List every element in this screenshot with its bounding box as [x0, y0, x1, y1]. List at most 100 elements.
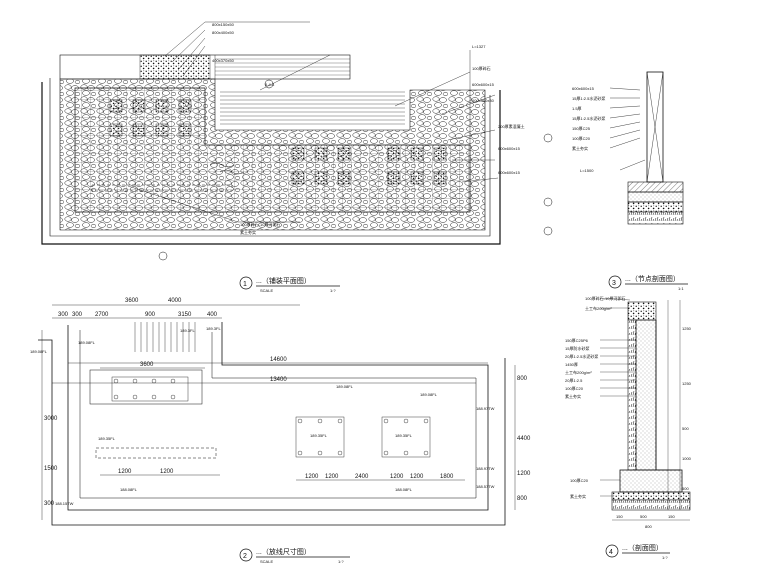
view3-number: 3: [612, 280, 616, 287]
view1-scale: 1:?: [330, 288, 336, 293]
view4-dim-b1: 150: [616, 514, 623, 519]
dim-top-7: 300: [58, 312, 69, 318]
dark-tiles-left: [109, 99, 192, 137]
level-14: 188.08FL: [395, 487, 413, 492]
section-marks: [158, 79, 553, 261]
dim-bottom-right-2: 1200: [325, 474, 339, 480]
dim-top-5: 3150: [178, 312, 192, 318]
deck-stripes: [220, 91, 405, 125]
view4-scale: 1:?: [662, 555, 668, 560]
view3-label-7: 素土夯实: [572, 145, 588, 151]
view4-number: 4: [609, 549, 613, 556]
view2-scale-label: SCALE: [260, 559, 273, 564]
annotation-bottom-2: 素土夯实: [240, 229, 256, 235]
view4-label-7: 土工布200g/m²: [565, 369, 592, 375]
view4-dim-b3: 150: [668, 514, 675, 519]
view4-label-4: 15厚防水砂浆: [565, 345, 589, 351]
view3-note: L=1500: [580, 168, 594, 173]
view4-label-2: 土工布200g/m²: [585, 305, 612, 311]
view1-title: ...（铺装平面图）: [256, 276, 311, 285]
dim-bottom-left-1: 1200: [118, 469, 132, 475]
view3-label-3: 1.5厚: [572, 106, 582, 111]
dim-v-right-3: 1200: [517, 471, 531, 477]
dim-bottom-right-5: 1200: [410, 474, 424, 480]
annotation-right-6: 600x600x15: [498, 146, 521, 151]
view3-scale: 1:1: [678, 286, 684, 291]
dim-inner2: 3600: [140, 362, 154, 368]
dim-top-1: 3600: [125, 298, 139, 304]
level-7: 189.08FL: [336, 384, 354, 389]
level-9: 188.97TW: [476, 406, 495, 411]
annotation-right-1: L=1327: [472, 44, 486, 49]
dim-top-4: 900: [145, 312, 156, 318]
view1-number: 1: [243, 281, 247, 288]
view3-title: ...（节点剖面图）: [625, 274, 680, 283]
dim-bottom-right-3: 2400: [355, 474, 369, 480]
view4-label-1: 100厚碎石-10厚河卵石: [585, 295, 625, 301]
view4-dim-r5: 500: [682, 486, 689, 491]
dim-v-right-1: 800: [517, 376, 528, 382]
view4-label-9: 100厚C20: [565, 386, 584, 391]
top-stripes: [215, 58, 350, 76]
view1-plan: 6-4-4 800x150x50 800x400x50 400x370x50 L…: [41, 21, 553, 293]
dim-total: 14600: [270, 357, 287, 363]
view4-label-5: 20厚1:2.5水泥砂浆: [565, 353, 598, 359]
leaders-view1: [127, 21, 499, 223]
view4-title: ...（剖面图）: [622, 543, 663, 552]
dim-bottom-left-2: 1200: [160, 469, 174, 475]
view1-number-circle: [239, 276, 253, 290]
dark-tiles-right: [291, 147, 447, 185]
level-2: 189.3FL: [206, 326, 221, 331]
view3-label-5: 150厚C25: [572, 126, 591, 131]
annotation-right-7: 600x600x15: [498, 170, 521, 175]
view4-dim-r2: 1250: [682, 381, 692, 386]
annotation-top-1: 800x150x50: [212, 22, 235, 27]
view4-label-11: 100厚C20: [570, 478, 589, 483]
dim-top-6: 400: [207, 312, 218, 318]
view2-dimension-plan: 3600 4000 2700 900 3150 400 300 300 1460…: [30, 298, 531, 564]
dim-v-left-3: 300: [44, 501, 55, 507]
dim-bottom-right-4: 1200: [390, 474, 404, 480]
view4-number-circle: [605, 544, 619, 558]
dim-bottom-right-1: 1200: [305, 474, 319, 480]
view4-label-6: 1450厚: [565, 362, 578, 367]
annotation-right-3: 600x600x15: [472, 82, 495, 87]
view3-label-6: 100厚C20: [572, 136, 591, 141]
view4-label-10: 素土夯实: [565, 393, 581, 399]
dim-bottom-right-6: 1800: [440, 474, 454, 480]
view3-label-4: 15厚1:2.5水泥砂浆: [572, 115, 605, 121]
dim-top-3: 2700: [95, 312, 109, 318]
view3-label-1: 600x600x15: [572, 86, 595, 91]
level-3: 189.08FL: [78, 340, 96, 345]
level-13: 188.08FL: [120, 487, 138, 492]
view4-dim-r4: 1000: [682, 456, 692, 461]
view4-label-12: 素土夯实: [570, 493, 586, 499]
section-tag: 6-4-4: [265, 82, 275, 87]
dim-v-left-1: 3000: [44, 416, 58, 422]
annotation-bottom-1: 100厚碎石-10厚河卵石: [240, 221, 280, 227]
view4-wall-section: 100厚碎石-10厚河卵石 土工布200g/m² 150厚C25P6 15厚防水…: [565, 295, 692, 560]
level-8: 189.08FL: [420, 392, 438, 397]
level-4: 189.35FL: [98, 436, 116, 441]
level-12: 188.15TW: [55, 501, 74, 506]
level-6: 189.35FL: [395, 433, 413, 438]
view2-number: 2: [243, 553, 247, 560]
view3-label-2: 15厚1:2.5水泥砂浆: [572, 95, 605, 101]
view4-dim-base: 800: [645, 524, 652, 529]
dim-v-right-4: 800: [517, 496, 528, 502]
view2-tile-groups: [111, 376, 431, 458]
view4-dim-r1: 1250: [682, 326, 692, 331]
view1-scale-label: SCALE: [260, 288, 273, 293]
annotation-top-3: 400x370x50: [212, 58, 235, 63]
annotation-right-4: 600x300x30: [472, 98, 495, 103]
dim-top-2: 4000: [168, 298, 182, 304]
level-11: 188.57TW: [476, 484, 495, 489]
annotation-right-2: 100厚碎石: [472, 65, 491, 71]
view4-dim-r3: 500: [682, 426, 689, 431]
view4-label-8: 20厚1:2.5: [565, 378, 583, 383]
level-5: 189.35FL: [310, 433, 328, 438]
level-15: 189.08FL: [30, 349, 48, 354]
annotation-right-5: 200厚素混凝土: [498, 123, 525, 129]
